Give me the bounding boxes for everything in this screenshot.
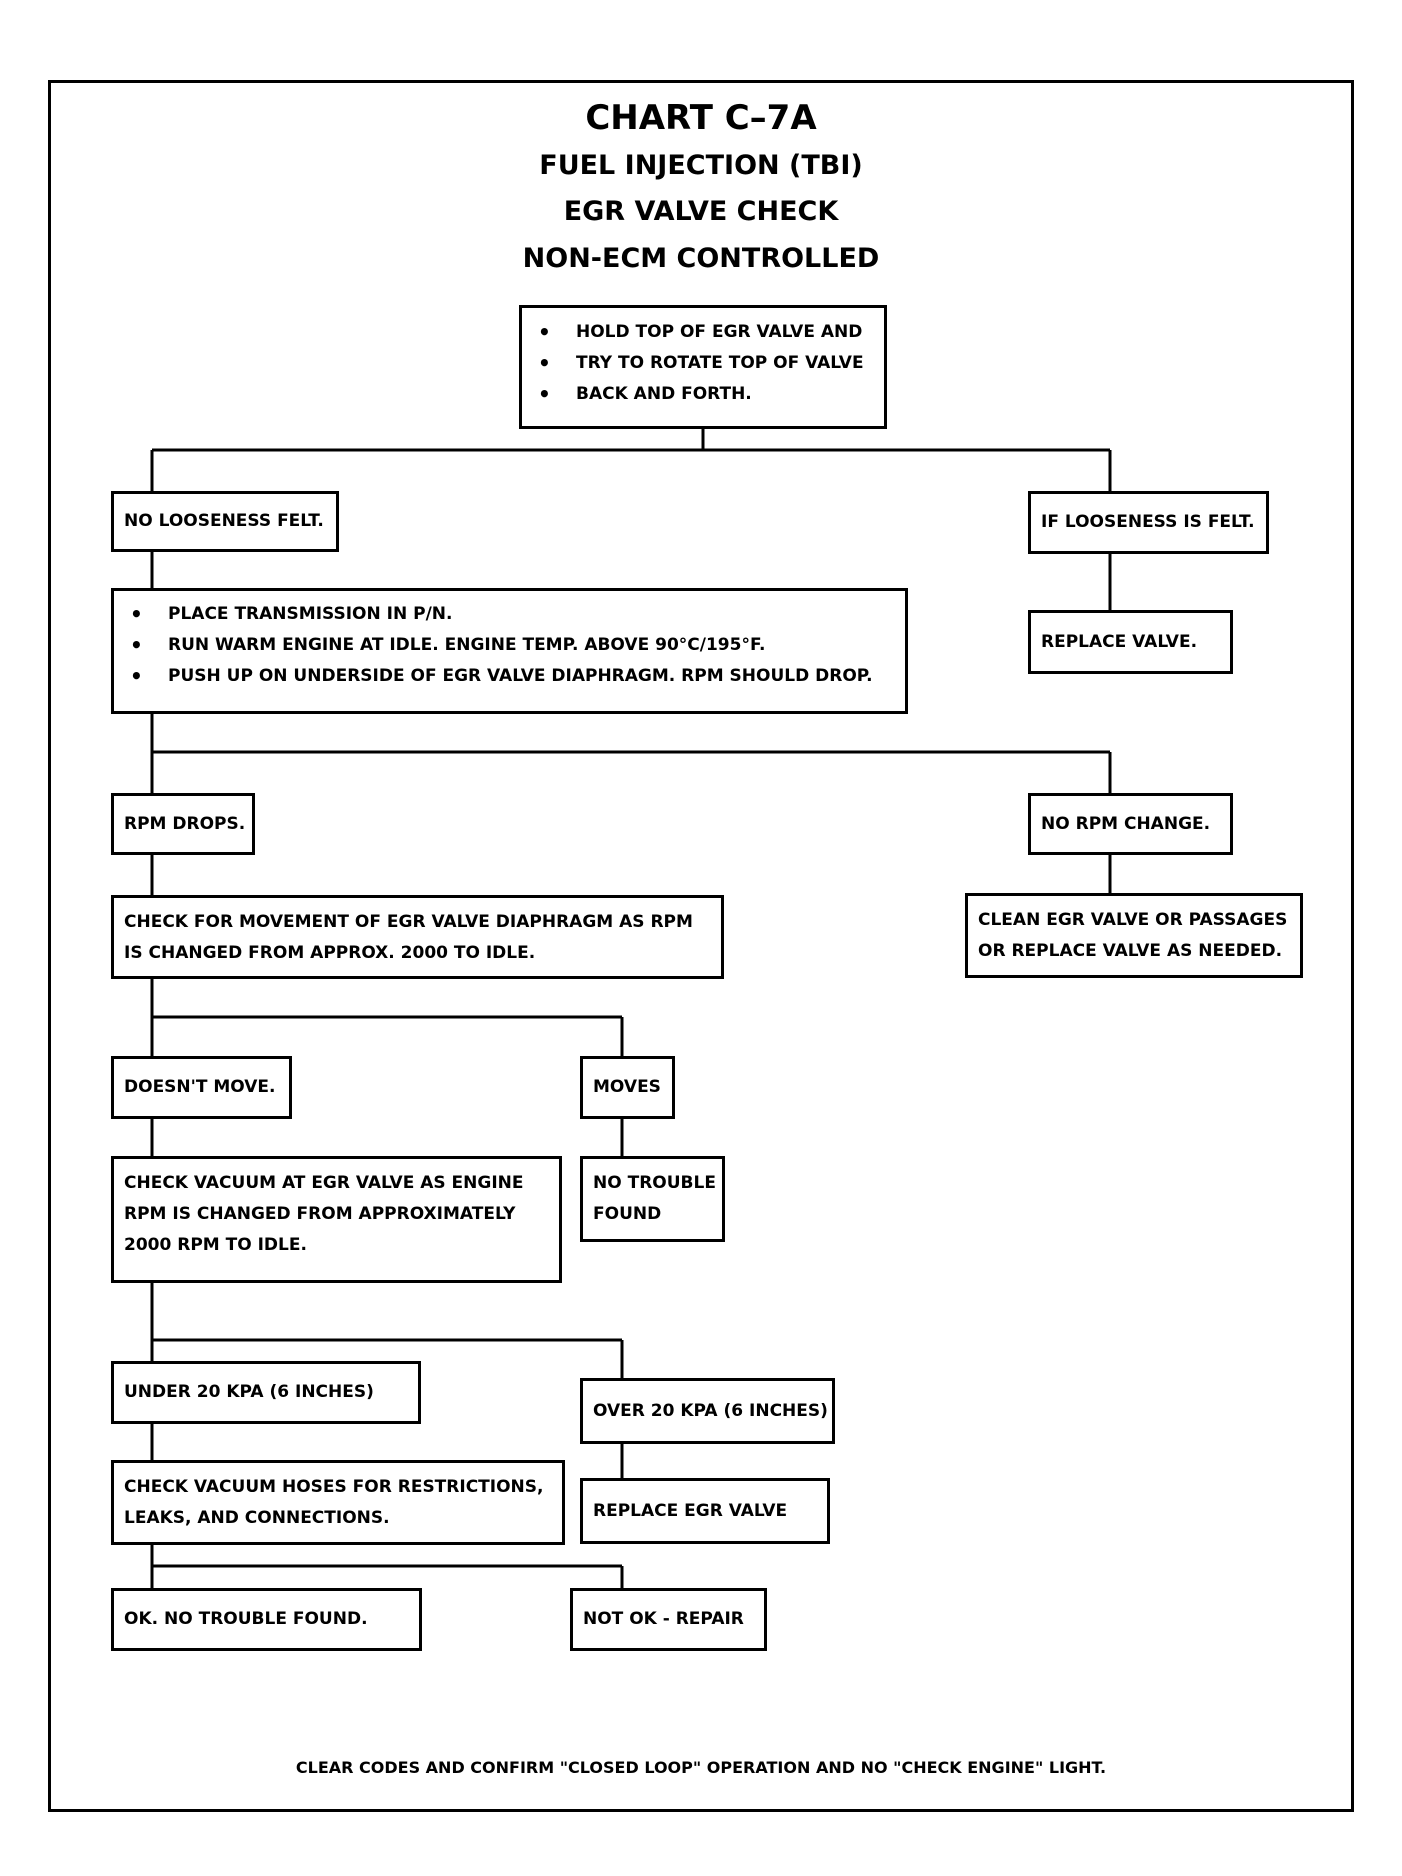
step-line: BACK AND FORTH. (532, 379, 874, 410)
step-line: PLACE TRANSMISSION IN P/N. (124, 599, 895, 630)
step-replace-egr-valve: REPLACE EGR VALVE (580, 1478, 830, 1544)
step-moves: MOVES (580, 1056, 675, 1119)
chart-title: CHART C–7A (585, 98, 817, 138)
step-line: PUSH UP ON UNDERSIDE OF EGR VALVE DIAPHR… (124, 661, 895, 692)
step-place-transmission: PLACE TRANSMISSION IN P/N. RUN WARM ENGI… (111, 588, 908, 714)
step-not-ok-repair: NOT OK - REPAIR (570, 1588, 767, 1651)
step-line: TRY TO ROTATE TOP OF VALVE (532, 348, 874, 379)
step-check-vacuum-hoses: CHECK VACUUM HOSES FOR RESTRICTIONS, LEA… (111, 1460, 565, 1545)
step-looseness-felt: IF LOOSENESS IS FELT. (1028, 491, 1269, 554)
step-doesnt-move: DOESN'T MOVE. (111, 1056, 292, 1119)
step-check-vacuum: CHECK VACUUM AT EGR VALVE AS ENGINE RPM … (111, 1156, 562, 1283)
chart-subtitle-non-ecm: NON-ECM CONTROLLED (522, 243, 880, 274)
step-ok-no-trouble: OK. NO TROUBLE FOUND. (111, 1588, 422, 1651)
step-line: RUN WARM ENGINE AT IDLE. ENGINE TEMP. AB… (124, 630, 895, 661)
chart-frame (48, 80, 1354, 1812)
chart-subtitle-egr-check: EGR VALVE CHECK (563, 196, 839, 227)
step-line: HOLD TOP OF EGR VALVE AND (532, 317, 874, 348)
step-no-looseness-felt: NO LOOSENESS FELT. (111, 491, 339, 552)
step-clean-egr-valve: CLEAN EGR VALVE OR PASSAGES OR REPLACE V… (965, 893, 1303, 978)
step-hold-egr-valve: HOLD TOP OF EGR VALVE AND TRY TO ROTATE … (519, 305, 887, 429)
step-no-rpm-change: NO RPM CHANGE. (1028, 793, 1233, 855)
chart-subtitle-fuel-injection: FUEL INJECTION (TBI) (539, 150, 863, 181)
step-replace-valve: REPLACE VALVE. (1028, 610, 1233, 674)
step-no-trouble-found: NO TROUBLE FOUND (580, 1156, 725, 1242)
step-check-diaphragm-movement: CHECK FOR MOVEMENT OF EGR VALVE DIAPHRAG… (111, 895, 724, 979)
step-rpm-drops: RPM DROPS. (111, 793, 255, 855)
step-over-20-kpa: OVER 20 KPA (6 INCHES) (580, 1378, 835, 1444)
step-under-20-kpa: UNDER 20 KPA (6 INCHES) (111, 1361, 421, 1424)
footer-instruction: CLEAR CODES AND CONFIRM "CLOSED LOOP" OP… (295, 1758, 1107, 1777)
